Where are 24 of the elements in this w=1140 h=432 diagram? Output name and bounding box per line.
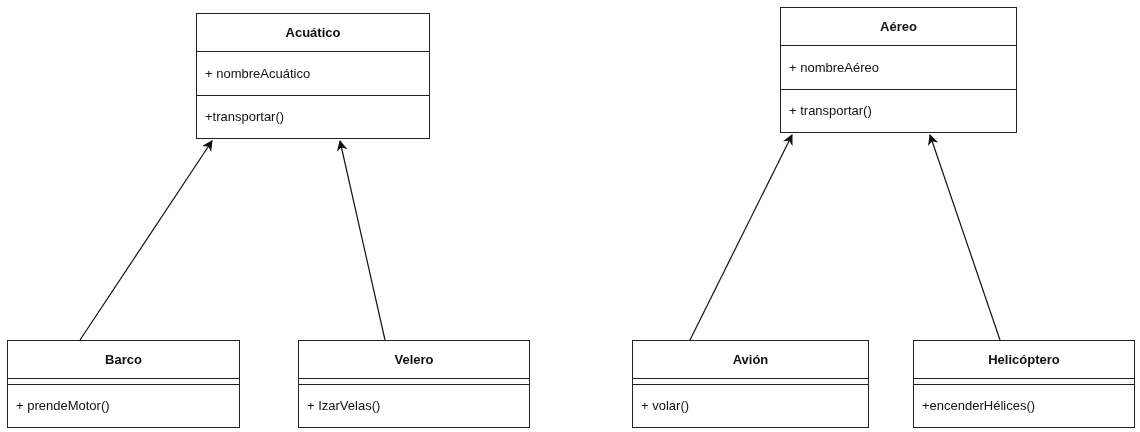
method-text: + IzarVelas() — [307, 397, 381, 416]
class-name: Avión — [732, 350, 769, 369]
class-name: Aéreo — [880, 17, 917, 36]
class-name: Velero — [394, 350, 434, 369]
arrow — [79, 140, 213, 341]
class-name: Helicóptero — [988, 350, 1060, 369]
arrow — [689, 134, 793, 341]
method-text: +encenderHélices() — [922, 397, 1036, 416]
arrow — [928, 134, 1001, 341]
arrow — [336, 139, 386, 341]
class-name: Acuático — [285, 23, 341, 42]
class-box — [913, 340, 1135, 428]
method-text: + prendeMotor() — [16, 397, 110, 416]
method-text: +transportar() — [205, 108, 285, 127]
class-box — [632, 340, 869, 428]
class-name: Barco — [105, 350, 142, 369]
attribute-text: + nombreAcuático — [205, 64, 312, 83]
attribute-text: + nombreAéreo — [789, 58, 880, 77]
method-text: + transportar() — [789, 102, 872, 121]
class-box — [298, 340, 530, 428]
class-box — [196, 13, 430, 139]
class-box — [7, 340, 240, 428]
class-box — [780, 7, 1017, 133]
method-text: + volar() — [641, 397, 690, 416]
